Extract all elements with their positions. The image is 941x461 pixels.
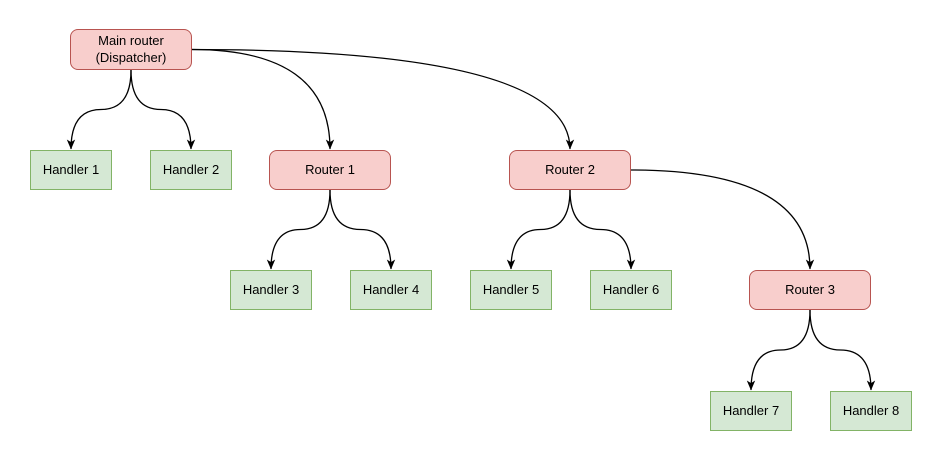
node-handler-6: Handler 6 bbox=[590, 270, 672, 310]
edge-router-2-to-router-3 bbox=[630, 169, 815, 270]
edge-router-3-to-handler-8 bbox=[809, 309, 876, 391]
node-label: Handler 3 bbox=[242, 281, 300, 297]
node-label: Handler 1 bbox=[42, 161, 100, 177]
node-router-3: Router 3 bbox=[749, 270, 871, 310]
node-handler-4: Handler 4 bbox=[350, 270, 432, 310]
edge-router-3-to-handler-7 bbox=[746, 309, 811, 391]
node-label: Router 2 bbox=[545, 161, 595, 177]
node-main-router: Main router (Dispatcher) bbox=[70, 29, 192, 70]
node-label: Handler 2 bbox=[162, 161, 220, 177]
node-label: Handler 5 bbox=[482, 281, 540, 297]
edge-main-router-to-router-1 bbox=[191, 48, 335, 150]
edge-main-router-to-handler-2 bbox=[130, 69, 196, 150]
node-handler-2: Handler 2 bbox=[150, 150, 232, 190]
node-handler-5: Handler 5 bbox=[470, 270, 552, 310]
node-label: Main router (Dispatcher) bbox=[95, 33, 167, 65]
node-label: Handler 7 bbox=[722, 402, 780, 418]
node-handler-1: Handler 1 bbox=[30, 150, 112, 190]
node-label: Router 3 bbox=[785, 281, 835, 297]
edge-router-2-to-handler-5 bbox=[506, 189, 571, 270]
node-router-1: Router 1 bbox=[269, 150, 391, 190]
edge-router-2-to-handler-6 bbox=[569, 189, 636, 270]
node-label: Router 1 bbox=[305, 161, 355, 177]
node-router-2: Router 2 bbox=[509, 150, 631, 190]
node-handler-8: Handler 8 bbox=[830, 391, 912, 431]
edge-main-router-to-handler-1 bbox=[66, 69, 132, 150]
edge-group bbox=[66, 48, 876, 391]
edge-main-router-to-router-2 bbox=[191, 48, 575, 150]
node-label: Handler 8 bbox=[842, 402, 900, 418]
node-handler-3: Handler 3 bbox=[230, 270, 312, 310]
edge-router-1-to-handler-4 bbox=[329, 189, 396, 270]
node-label: Handler 4 bbox=[362, 281, 420, 297]
node-label: Handler 6 bbox=[602, 281, 660, 297]
edge-router-1-to-handler-3 bbox=[266, 189, 331, 270]
node-handler-7: Handler 7 bbox=[710, 391, 792, 431]
